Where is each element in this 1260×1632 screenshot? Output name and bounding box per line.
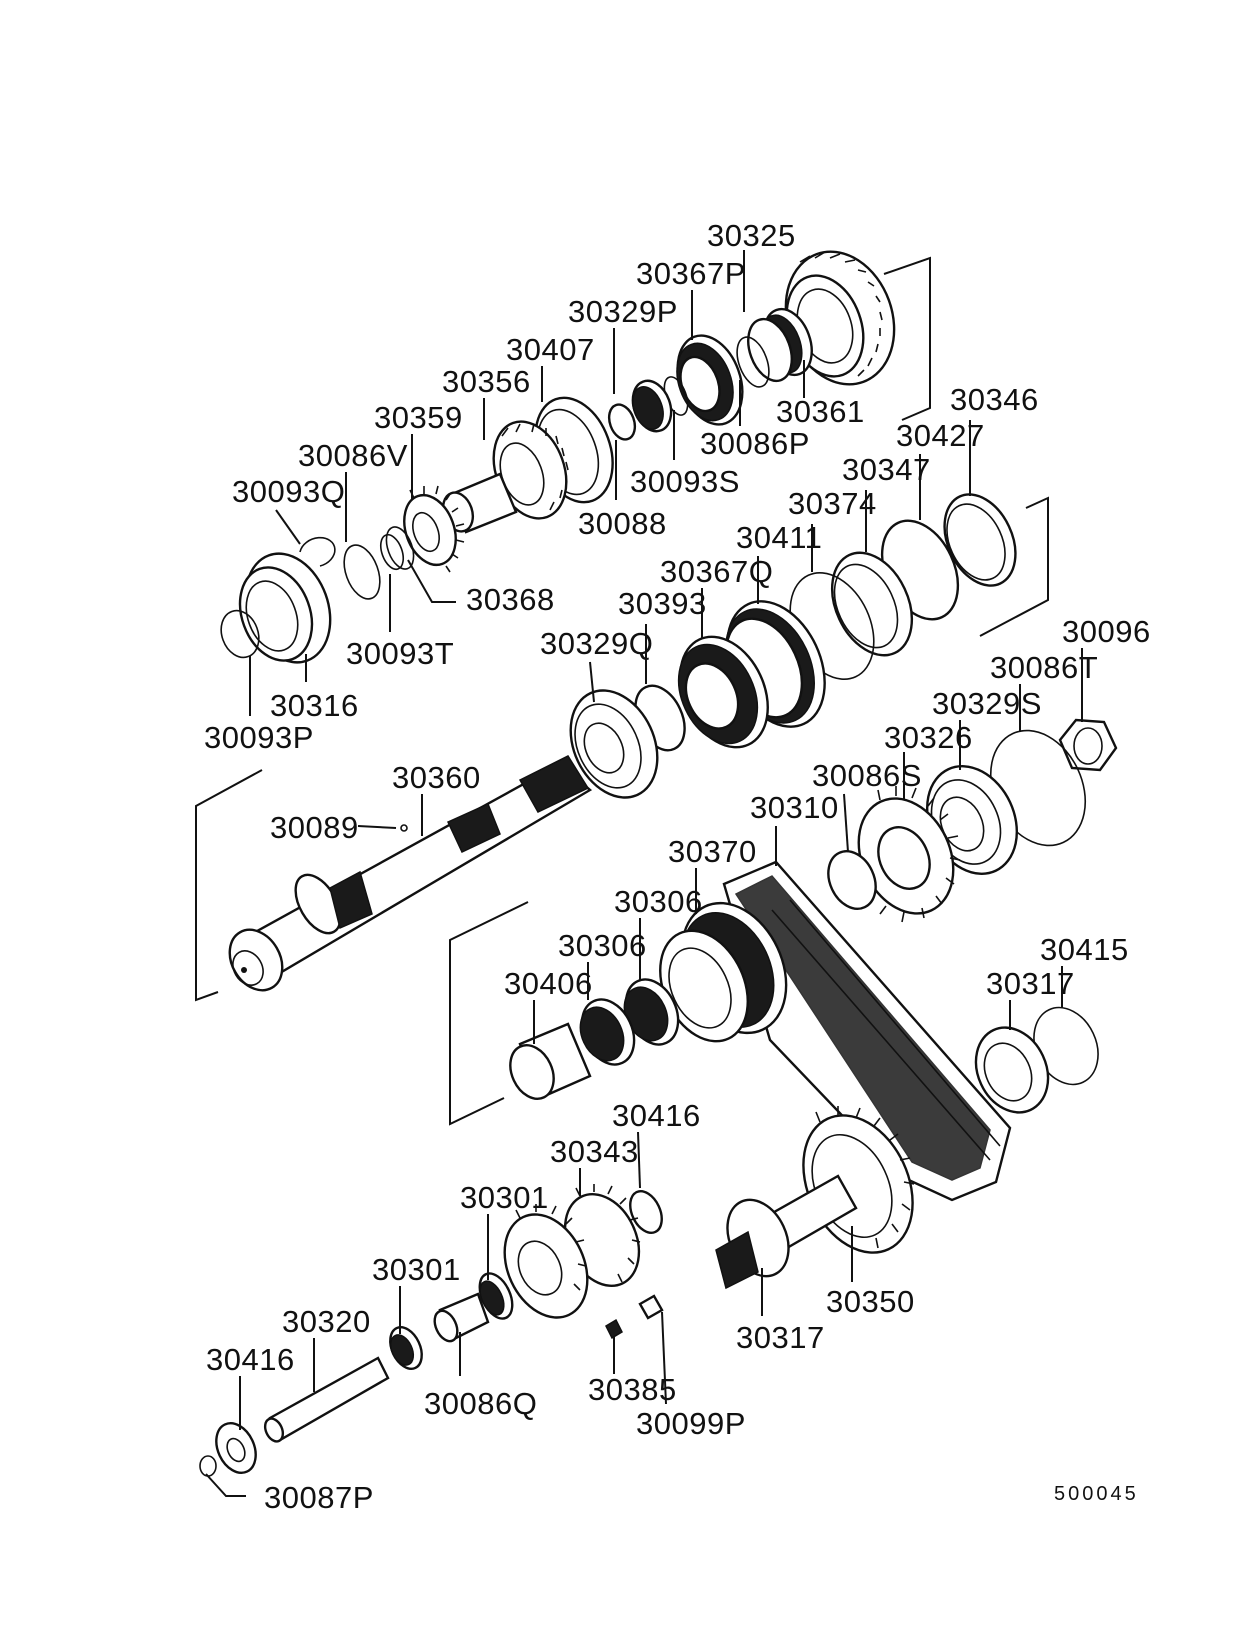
label-30093T: 30093T: [346, 636, 454, 671]
label-30343: 30343: [550, 1134, 639, 1169]
bolt-30099P: [638, 1294, 664, 1320]
label-30306-b: 30306: [558, 928, 647, 963]
bearing-30329Q: [569, 689, 659, 799]
ball-30087P: [199, 1455, 217, 1477]
leader-lines: [205, 250, 1083, 1497]
snapring-30093P: [220, 609, 260, 659]
label-30320: 30320: [282, 1304, 371, 1339]
sprocket-30370: [659, 901, 788, 1043]
gear-30359: [403, 485, 465, 573]
label-30385: 30385: [588, 1372, 677, 1407]
label-30368: 30368: [466, 582, 555, 617]
ring-30086P: [736, 336, 770, 388]
label-30359: 30359: [374, 400, 463, 435]
label-30301-a: 30301: [460, 1180, 549, 1215]
part-labels: 30325 30367P 30329P 30407 30356 30359 30…: [204, 218, 1151, 1515]
mainshaft-30360: [195, 755, 593, 1002]
label-30306-a: 30306: [614, 884, 703, 919]
label-30086Q: 30086Q: [424, 1386, 537, 1421]
label-30329Q: 30329Q: [540, 626, 653, 661]
upper-assembly: [220, 250, 931, 664]
snapring-30093Q: [299, 536, 336, 567]
figure-code: 500045: [1054, 1483, 1139, 1505]
hub-30367Q: [677, 635, 769, 749]
label-30367P: 30367P: [636, 256, 746, 291]
counter-cluster: [199, 1184, 664, 1477]
label-30089: 30089: [270, 810, 359, 845]
label-30427: 30427: [896, 418, 985, 453]
label-30086S: 30086S: [812, 758, 922, 793]
label-30367Q: 30367Q: [660, 554, 773, 589]
label-30415: 30415: [1040, 932, 1129, 967]
nut-30096: [1058, 718, 1118, 772]
label-30317-b: 30317: [736, 1320, 825, 1355]
label-30088: 30088: [578, 506, 667, 541]
gear-30301: [503, 1204, 589, 1319]
washer-30416b: [215, 1422, 257, 1474]
synchro-30367P: [676, 334, 744, 426]
label-30099P: 30099P: [636, 1406, 746, 1441]
collar-30088: [607, 403, 637, 441]
label-30086V: 30086V: [298, 438, 408, 473]
label-30407: 30407: [506, 332, 595, 367]
label-30370: 30370: [668, 834, 757, 869]
bearing-30361: [747, 307, 813, 383]
washer-30416a: [629, 1190, 663, 1234]
bearing-30316: [238, 552, 332, 664]
label-30326: 30326: [884, 720, 973, 755]
label-30360: 30360: [392, 760, 481, 795]
bearing-30317a: [974, 1026, 1050, 1114]
label-30346: 30346: [950, 382, 1039, 417]
label-30374: 30374: [788, 486, 877, 521]
label-30086T: 30086T: [990, 650, 1098, 685]
bearing-30306a: [623, 978, 680, 1046]
label-30316: 30316: [270, 688, 359, 723]
label-30416-a: 30416: [612, 1098, 701, 1133]
label-30325: 30325: [707, 218, 796, 253]
shaft-30350: [715, 1106, 915, 1290]
label-30093S: 30093S: [630, 464, 740, 499]
label-30086P: 30086P: [700, 426, 810, 461]
label-30356: 30356: [442, 364, 531, 399]
bearing-30306b: [579, 998, 636, 1066]
chain-30310: [722, 860, 1012, 1202]
label-30301-b: 30301: [372, 1252, 461, 1287]
label-30317-a: 30317: [986, 966, 1075, 1001]
right-assembly: [827, 718, 1118, 1114]
label-30406: 30406: [504, 966, 593, 1001]
label-30416-b: 30416: [206, 1342, 295, 1377]
bearing-30301b: [478, 1272, 514, 1320]
label-30096: 30096: [1062, 614, 1151, 649]
bearing-30301c: [389, 1326, 423, 1370]
middle-assembly: [569, 493, 1049, 799]
label-30393: 30393: [618, 586, 707, 621]
label-30347: 30347: [842, 452, 931, 487]
ring-30086S: [827, 850, 877, 910]
bearing-30329P: [631, 379, 673, 433]
synchro-30347: [830, 551, 914, 657]
shaft-30320: [263, 1356, 390, 1443]
label-30093P: 30093P: [204, 720, 314, 755]
sleeve-30411: [724, 600, 826, 728]
ring-30368: [385, 526, 415, 570]
spacer-30086Q: [433, 1292, 490, 1343]
label-30310: 30310: [750, 790, 839, 825]
label-30361: 30361: [776, 394, 865, 429]
label-30093Q: 30093Q: [232, 474, 345, 509]
label-30329S: 30329S: [932, 686, 1042, 721]
plug-30385: [605, 1318, 623, 1340]
gear-30356: [492, 420, 569, 520]
label-30350: 30350: [826, 1284, 915, 1319]
sleeve-30406: [509, 1022, 592, 1100]
ring-30346: [943, 493, 1017, 587]
label-30329P: 30329P: [568, 294, 678, 329]
lower-left-assembly: [449, 901, 788, 1126]
label-30087P: 30087P: [264, 1480, 374, 1515]
ring-30086V: [343, 544, 381, 600]
label-30411: 30411: [736, 520, 822, 555]
